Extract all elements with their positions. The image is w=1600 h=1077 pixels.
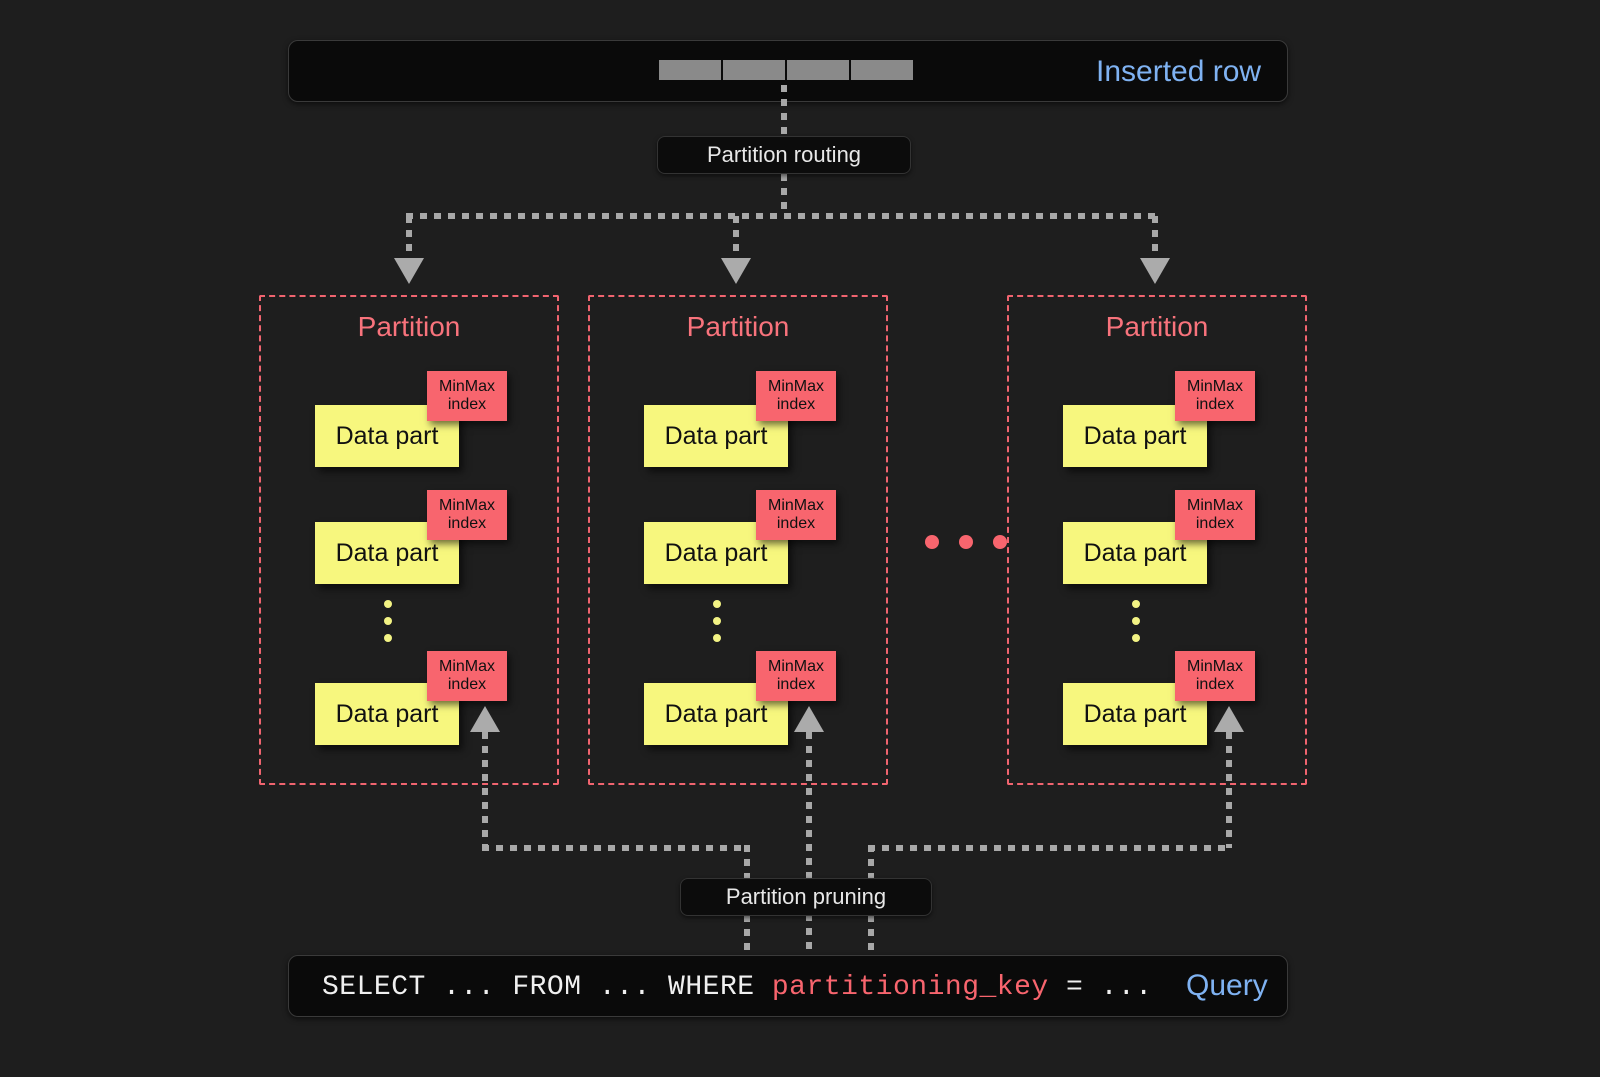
query-panel xyxy=(288,955,1288,1017)
minmax-line-2: index xyxy=(447,676,487,693)
vertical-ellipsis-1 xyxy=(384,600,392,642)
minmax-line-2: index xyxy=(776,676,816,693)
connector-partition-3-to-bus xyxy=(1226,732,1232,848)
partition-box-2: Partition MinMax index Data part MinMax … xyxy=(588,295,888,785)
vertical-ellipsis-2 xyxy=(713,600,721,642)
connector-partition-2-to-pruning xyxy=(806,732,812,950)
arrow-out-of-partition-3 xyxy=(1214,706,1244,732)
query-prefix: SELECT ... FROM ... WHERE xyxy=(322,972,772,1003)
partition-routing-box: Partition routing xyxy=(657,136,911,174)
minmax-index-1-2: MinMax index xyxy=(427,490,507,540)
connector-partition-1-to-bus xyxy=(482,732,488,848)
data-part-3-2: Data part xyxy=(1063,522,1207,584)
connector-bus-to-partition-3 xyxy=(1152,216,1158,262)
row-cell xyxy=(723,60,785,80)
data-part-label: Data part xyxy=(335,421,439,450)
minmax-index-2-1: MinMax index xyxy=(756,371,836,421)
query-suffix: = ... xyxy=(1048,972,1153,1003)
minmax-index-1-1: MinMax index xyxy=(427,371,507,421)
minmax-line-2: index xyxy=(1195,396,1235,413)
partition-pruning-label: Partition pruning xyxy=(725,884,887,909)
minmax-line-1: MinMax xyxy=(438,496,495,514)
arrow-into-partition-1 xyxy=(394,258,424,284)
ellipsis-dot xyxy=(713,634,721,642)
data-part-label: Data part xyxy=(1083,538,1187,567)
data-part-label: Data part xyxy=(664,538,768,567)
inserted-row-label: Inserted row xyxy=(1096,55,1262,88)
vertical-ellipsis-3 xyxy=(1132,600,1140,642)
data-part-1-3: Data part xyxy=(315,683,459,745)
partition-routing-label: Partition routing xyxy=(706,142,862,167)
ellipsis-dot xyxy=(993,535,1007,549)
arrow-into-partition-3 xyxy=(1140,258,1170,284)
data-part-label: Data part xyxy=(1083,699,1187,728)
minmax-line-1: MinMax xyxy=(1186,657,1243,675)
minmax-index-3-1: MinMax index xyxy=(1175,371,1255,421)
minmax-index-2-2: MinMax index xyxy=(756,490,836,540)
row-cell xyxy=(659,60,721,80)
inserted-row-cells xyxy=(659,60,913,80)
connector-insert-to-routing xyxy=(781,85,787,135)
row-cell xyxy=(851,60,913,80)
minmax-index-3-2: MinMax index xyxy=(1175,490,1255,540)
query-statement: SELECT ... FROM ... WHERE partitioning_k… xyxy=(322,972,1153,1003)
minmax-line-1: MinMax xyxy=(767,496,824,514)
ellipsis-dot xyxy=(384,634,392,642)
pruning-bus-right xyxy=(868,845,1232,851)
minmax-line-1: MinMax xyxy=(767,377,824,395)
ellipsis-dot xyxy=(713,600,721,608)
minmax-line-1: MinMax xyxy=(438,657,495,675)
row-cell xyxy=(787,60,849,80)
pruning-bus-left xyxy=(482,845,750,851)
minmax-line-1: MinMax xyxy=(438,377,495,395)
connector-bus-to-partition-1 xyxy=(406,216,412,262)
ellipsis-dot xyxy=(1132,634,1140,642)
connector-routing-to-bus xyxy=(781,174,787,216)
data-part-label: Data part xyxy=(335,699,439,728)
ellipsis-dot xyxy=(384,600,392,608)
partition-box-3: Partition MinMax index Data part MinMax … xyxy=(1007,295,1307,785)
minmax-line-2: index xyxy=(776,396,816,413)
data-part-label: Data part xyxy=(1083,421,1187,450)
minmax-line-1: MinMax xyxy=(767,657,824,675)
arrow-into-partition-2 xyxy=(721,258,751,284)
minmax-line-1: MinMax xyxy=(1186,496,1243,514)
ellipsis-dot xyxy=(1132,600,1140,608)
minmax-index-3-3: MinMax index xyxy=(1175,651,1255,701)
data-part-label: Data part xyxy=(664,421,768,450)
minmax-line-2: index xyxy=(447,515,487,532)
routing-bus xyxy=(406,213,1158,219)
partition-title-1: Partition xyxy=(357,311,461,342)
ellipsis-dot xyxy=(959,535,973,549)
arrow-out-of-partition-1 xyxy=(470,706,500,732)
arrow-out-of-partition-2 xyxy=(794,706,824,732)
minmax-line-2: index xyxy=(1195,515,1235,532)
ellipsis-dot xyxy=(713,617,721,625)
partition-title-3: Partition xyxy=(1105,311,1209,342)
data-part-label: Data part xyxy=(335,538,439,567)
query-partitioning-key: partitioning_key xyxy=(771,972,1049,1003)
data-part-label: Data part xyxy=(664,699,768,728)
partition-box-1: Partition MinMax index Data part MinMax … xyxy=(259,295,559,785)
connector-bus-to-partition-2 xyxy=(733,216,739,262)
ellipsis-dot xyxy=(1132,617,1140,625)
minmax-line-2: index xyxy=(776,515,816,532)
minmax-index-1-3: MinMax index xyxy=(427,651,507,701)
data-part-3-1: Data part xyxy=(1063,405,1207,467)
minmax-line-1: MinMax xyxy=(1186,377,1243,395)
query-label: Query xyxy=(1186,969,1268,1002)
minmax-index-2-3: MinMax index xyxy=(756,651,836,701)
minmax-line-2: index xyxy=(447,396,487,413)
partitions-ellipsis xyxy=(925,535,1007,549)
ellipsis-dot xyxy=(384,617,392,625)
minmax-line-2: index xyxy=(1195,676,1235,693)
ellipsis-dot xyxy=(925,535,939,549)
partition-pruning-box: Partition pruning xyxy=(680,878,932,916)
partition-title-2: Partition xyxy=(686,311,790,342)
